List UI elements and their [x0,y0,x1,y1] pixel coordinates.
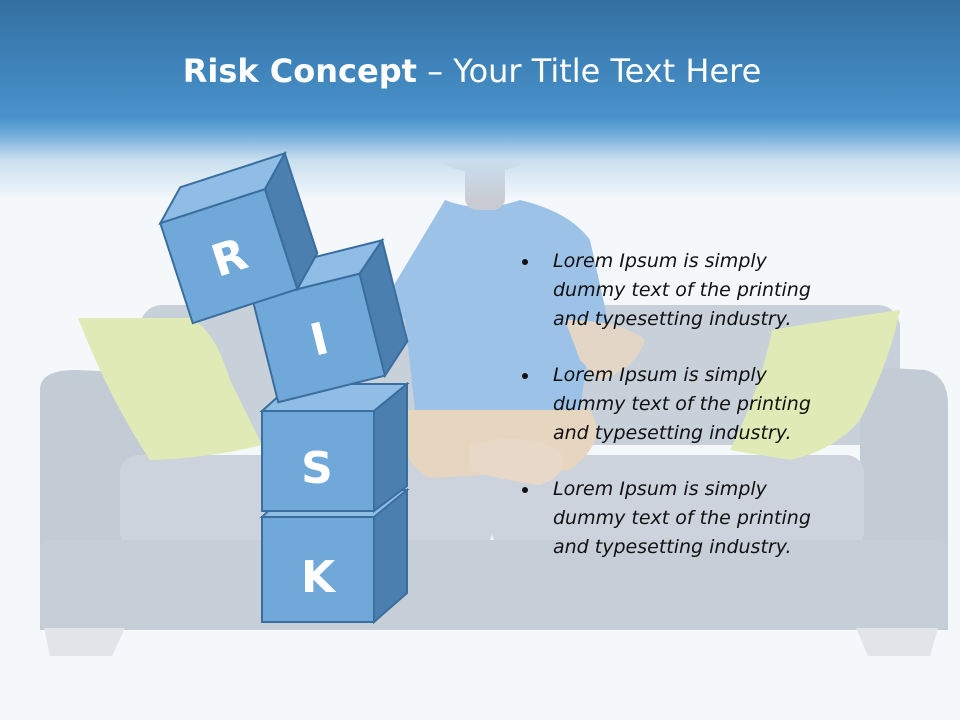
header-band [0,0,960,200]
man-arm [565,320,645,380]
bullet-text: Lorem Ipsum is simply dummy text of the … [553,250,811,330]
bullet-list: Lorem Ipsum is simply dummy text of the … [518,247,838,589]
bullet-text: Lorem Ipsum is simply dummy text of the … [553,364,811,444]
cube-r: R [158,150,319,325]
bullet-text: Lorem Ipsum is simply dummy text of the … [553,478,811,558]
sofa-cushion-right [492,455,864,550]
slide-title[interactable]: Risk Concept – Your Title Text Here [0,52,944,90]
pillow-left [78,318,262,460]
man-foot [470,438,563,485]
bullet-dot-icon [522,259,528,265]
sofa-foot-left [44,628,125,656]
bullet-item[interactable]: Lorem Ipsum is simply dummy text of the … [518,475,838,562]
pillow-right [730,310,900,460]
bullet-item[interactable]: Lorem Ipsum is simply dummy text of the … [518,247,838,334]
title-rest-part: – Your Title Text Here [416,52,762,90]
title-bold-part: Risk Concept [182,52,417,90]
bullet-item[interactable]: Lorem Ipsum is simply dummy text of the … [518,361,838,448]
bullet-dot-icon [522,487,528,493]
sofa-foot-right [856,628,938,656]
cube-letter-k: K [301,552,337,603]
floor [0,656,960,720]
cube-letter-s: S [301,443,333,494]
cube-s: S [259,381,410,514]
man-torso [385,200,610,410]
bullet-dot-icon [522,373,528,379]
